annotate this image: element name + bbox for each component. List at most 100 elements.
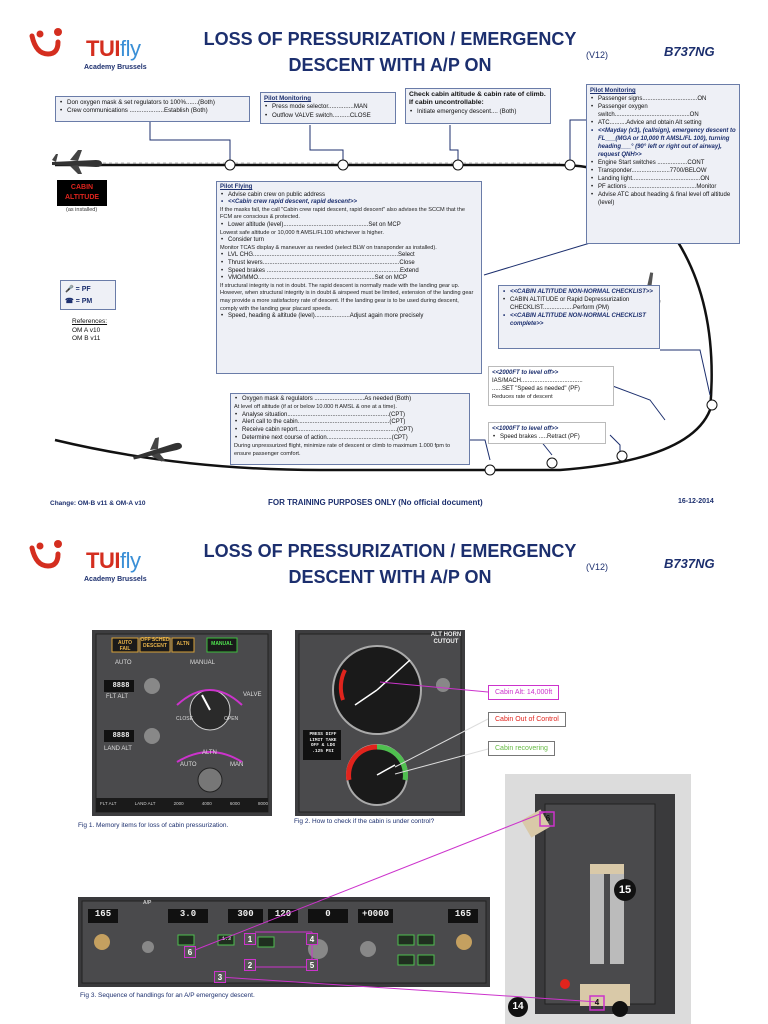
logo-subtitle: Academy Brussels — [84, 64, 147, 71]
list-item: Speed, heading & altitude (level).......… — [220, 313, 478, 321]
cabin-altitude-note: (as installed) — [66, 207, 98, 213]
list-item: Outflow VALVE switch..........CLOSE — [264, 112, 392, 121]
fig3-caption: Fig 3. Sequence of handlings for an A/P … — [80, 992, 255, 999]
list-item: CABIN ALTITUDE or Rapid Depressurization… — [502, 296, 656, 312]
list-item: Don oxygen mask & set regulators to 100%… — [59, 99, 246, 108]
bank-display: 120 — [274, 909, 292, 919]
list-item: Receive cabin report....................… — [234, 427, 466, 435]
list-note: Lowest safe altitude or 10,000 ft AMSL/F… — [220, 229, 384, 236]
scale-label: FLT ALT — [100, 801, 117, 806]
list-item: Transponder.......................7700/B… — [590, 167, 736, 175]
legend-pm: ☎ = PM — [65, 298, 93, 305]
pilot-legend: 🎤 = PF ☎ = PM — [60, 280, 116, 310]
references-header: References: — [72, 318, 108, 325]
auto-switch-label: AUTO — [180, 762, 197, 768]
list-note: During unpressurized flight, minimize ra… — [234, 442, 451, 457]
title-line-2: DESCENT WITH A/P ON — [288, 55, 492, 75]
box-pilot-monitoring-1: Pilot Monitoring Press mode selector....… — [260, 92, 396, 124]
step-marker: 6 — [184, 946, 196, 958]
box-pilot-flying: Pilot Flying Advise cabin crew on public… — [216, 181, 482, 374]
open-label: OPEN — [224, 716, 239, 722]
heading-display: 300 — [237, 909, 254, 919]
course-display-left: 165 — [94, 909, 112, 919]
box-1000ft: <<1000FT to level off>> Speed brakes ...… — [488, 422, 606, 444]
cabin-gauge-panel — [295, 630, 465, 816]
fig1-caption: Fig 1. Memory items for loss of cabin pr… — [78, 822, 229, 829]
list-item: Passenger oxygen switch.................… — [590, 103, 736, 119]
step-marker: 2 — [244, 959, 256, 971]
aircraft-model: B737NG — [664, 44, 715, 59]
auto-fail-annunciator: AUTO FAIL — [117, 640, 133, 652]
box-level-off: Oxygen mask & regulators ...............… — [230, 393, 470, 465]
pilot-flying-icon: 🎤 — [65, 286, 74, 293]
auto-label: AUTO — [115, 660, 132, 666]
callout-lines — [379, 681, 489, 775]
box-header: Pilot Monitoring — [264, 95, 312, 102]
scale-label: 6000 — [229, 801, 240, 806]
footer-change: Change: OM-B v11 & OM-A v10 — [50, 500, 146, 507]
list-note: If structural integrity is not in doubt.… — [220, 282, 474, 312]
list-item: <<1000FT to level off>> — [492, 426, 559, 432]
version-label: (V12) — [586, 50, 609, 60]
references: References: OM A v10 OM B v11 — [72, 318, 107, 344]
alt-horn-cutout-label: ALT HORN CUTOUT — [430, 632, 462, 645]
box-non-normal-checklist: <<CABIN ALTITUDE NON-NORMAL CHECKLIST>> … — [498, 285, 660, 349]
sequence-lines — [189, 811, 605, 1011]
list-item: <<Cabin crew rapid descent, rapid descen… — [220, 199, 478, 207]
press-diff-placard: PRESS DIFF LIMIT TAKE OFF & LDG .125 PSI — [309, 732, 337, 754]
title-line-1: LOSS OF PRESSURIZATION / EMERGENCY — [203, 541, 577, 561]
list-item: Speed brakes ...........................… — [220, 268, 478, 276]
tuifly-logo: TUIfly Academy Brussels — [28, 24, 158, 74]
off-sched-descent-annunciator: OFF SCHED DESCENT — [140, 637, 170, 649]
title-line-2: DESCENT WITH A/P ON — [288, 567, 492, 587]
box-header: Check cabin altitude & cabin rate of cli… — [409, 91, 546, 107]
list-item: Lower altitude (level)..................… — [220, 222, 478, 230]
list-item: Speed brakes .....Retract (PF) — [492, 433, 602, 441]
list-item: <<CABIN ALTITUDE NON-NORMAL CHECKLIST>> — [502, 288, 656, 296]
cabin-altitude-annunciator: CABIN ALTITUDE — [57, 180, 107, 206]
list-item: LVL CHG.................................… — [220, 252, 478, 260]
land-alt-label: LAND ALT — [104, 746, 132, 752]
footer-date: 16-12-2014 — [678, 498, 714, 505]
flt-alt-display: 8888 — [112, 682, 130, 690]
vertical-speed-display: +0000 — [361, 909, 389, 919]
list-item: Press mode selector...............MAN — [264, 103, 392, 112]
list-note: Reduces rate of descent — [492, 394, 553, 400]
list-item: IAS/MACH................................… — [492, 378, 583, 384]
list-item: PF actions .............................… — [590, 183, 736, 191]
annunciator-line-2: ALTITUDE — [64, 194, 100, 201]
list-note: Monitor TCAS display & maneuver as neede… — [220, 244, 437, 251]
reference-item: OM A v10 — [72, 326, 101, 334]
course-display-right: 165 — [454, 909, 472, 919]
list-item: Oxygen mask & regulators ...............… — [234, 396, 466, 404]
list-item: Passenger signs.........................… — [590, 95, 736, 103]
smile-logo-icon — [29, 540, 62, 569]
callout-cabin-alt: Cabin Alt: 14,000ft — [488, 685, 560, 700]
step-marker: 4 — [594, 998, 600, 1007]
step-marker: 1 — [244, 933, 256, 945]
list-note: If the masks fall, the call "Cabin crew … — [220, 206, 465, 221]
step-badge-14: 14 — [508, 997, 528, 1017]
page-title: LOSS OF PRESSURIZATION / EMERGENCY DESCE… — [180, 538, 600, 590]
man-switch-label: MAN — [230, 762, 244, 768]
list-item: ATC..........Advice and obtain Alt setti… — [590, 119, 736, 127]
valve-label: VALVE — [243, 692, 262, 698]
manual-label: MANUAL — [190, 660, 216, 666]
logo-brand: TUIfly — [86, 548, 141, 573]
list-item: Advise cabin crew on public address — [220, 192, 478, 200]
step-marker: 4 — [306, 933, 318, 945]
fig2-caption: Fig 2. How to check if the cabin is unde… — [294, 818, 435, 825]
step-marker: 5 — [306, 959, 318, 971]
pilot-monitoring-icon: ☎ — [65, 298, 74, 305]
altitude-display: 0 — [325, 909, 331, 919]
scale-label: 4000 — [201, 801, 212, 806]
list-note: At level off altitude (if at or below 10… — [234, 403, 397, 410]
smile-logo-icon — [29, 28, 62, 57]
box-header: Pilot Monitoring — [590, 88, 636, 94]
list-item: Analyse situation.......................… — [234, 412, 466, 420]
version-label: (V12) — [586, 562, 609, 572]
step-marker: 6 — [545, 814, 551, 823]
list-item: Determine next course of action.........… — [234, 435, 466, 443]
list-item: VMO/MMO.................................… — [220, 275, 478, 283]
step-marker: 3 — [214, 971, 226, 983]
